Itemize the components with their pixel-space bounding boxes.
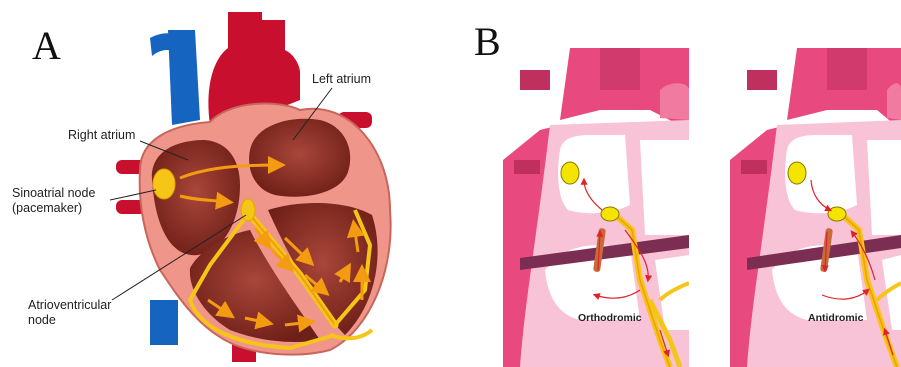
label-sinoatrial-line2: (pacemaker) (12, 201, 95, 216)
label-right-atrium-text: Right atrium (68, 128, 135, 143)
panel-a-letter: A (32, 26, 61, 66)
aorta-branch (262, 20, 285, 52)
atrioventricular-node (241, 199, 255, 221)
label-sinoatrial-line1: Sinoatrial node (12, 186, 95, 201)
label-atrioventricular-node: Atrioventricular node (28, 298, 111, 328)
label-sinoatrial-node: Sinoatrial node (pacemaker) (12, 186, 95, 216)
heart-illustration (110, 12, 391, 362)
caption-antidromic: Antidromic (808, 312, 863, 324)
label-left-atrium: Left atrium (312, 72, 371, 87)
inferior-vena-cava (150, 300, 178, 345)
label-left-atrium-text: Left atrium (312, 72, 371, 87)
caption-orthodromic: Orthodromic (578, 312, 642, 324)
label-right-atrium: Right atrium (68, 128, 135, 143)
label-av-line1: Atrioventricular (28, 298, 111, 313)
panel-b-letter: B (474, 22, 501, 62)
label-av-line2: node (28, 313, 111, 328)
sinoatrial-node (153, 169, 175, 199)
